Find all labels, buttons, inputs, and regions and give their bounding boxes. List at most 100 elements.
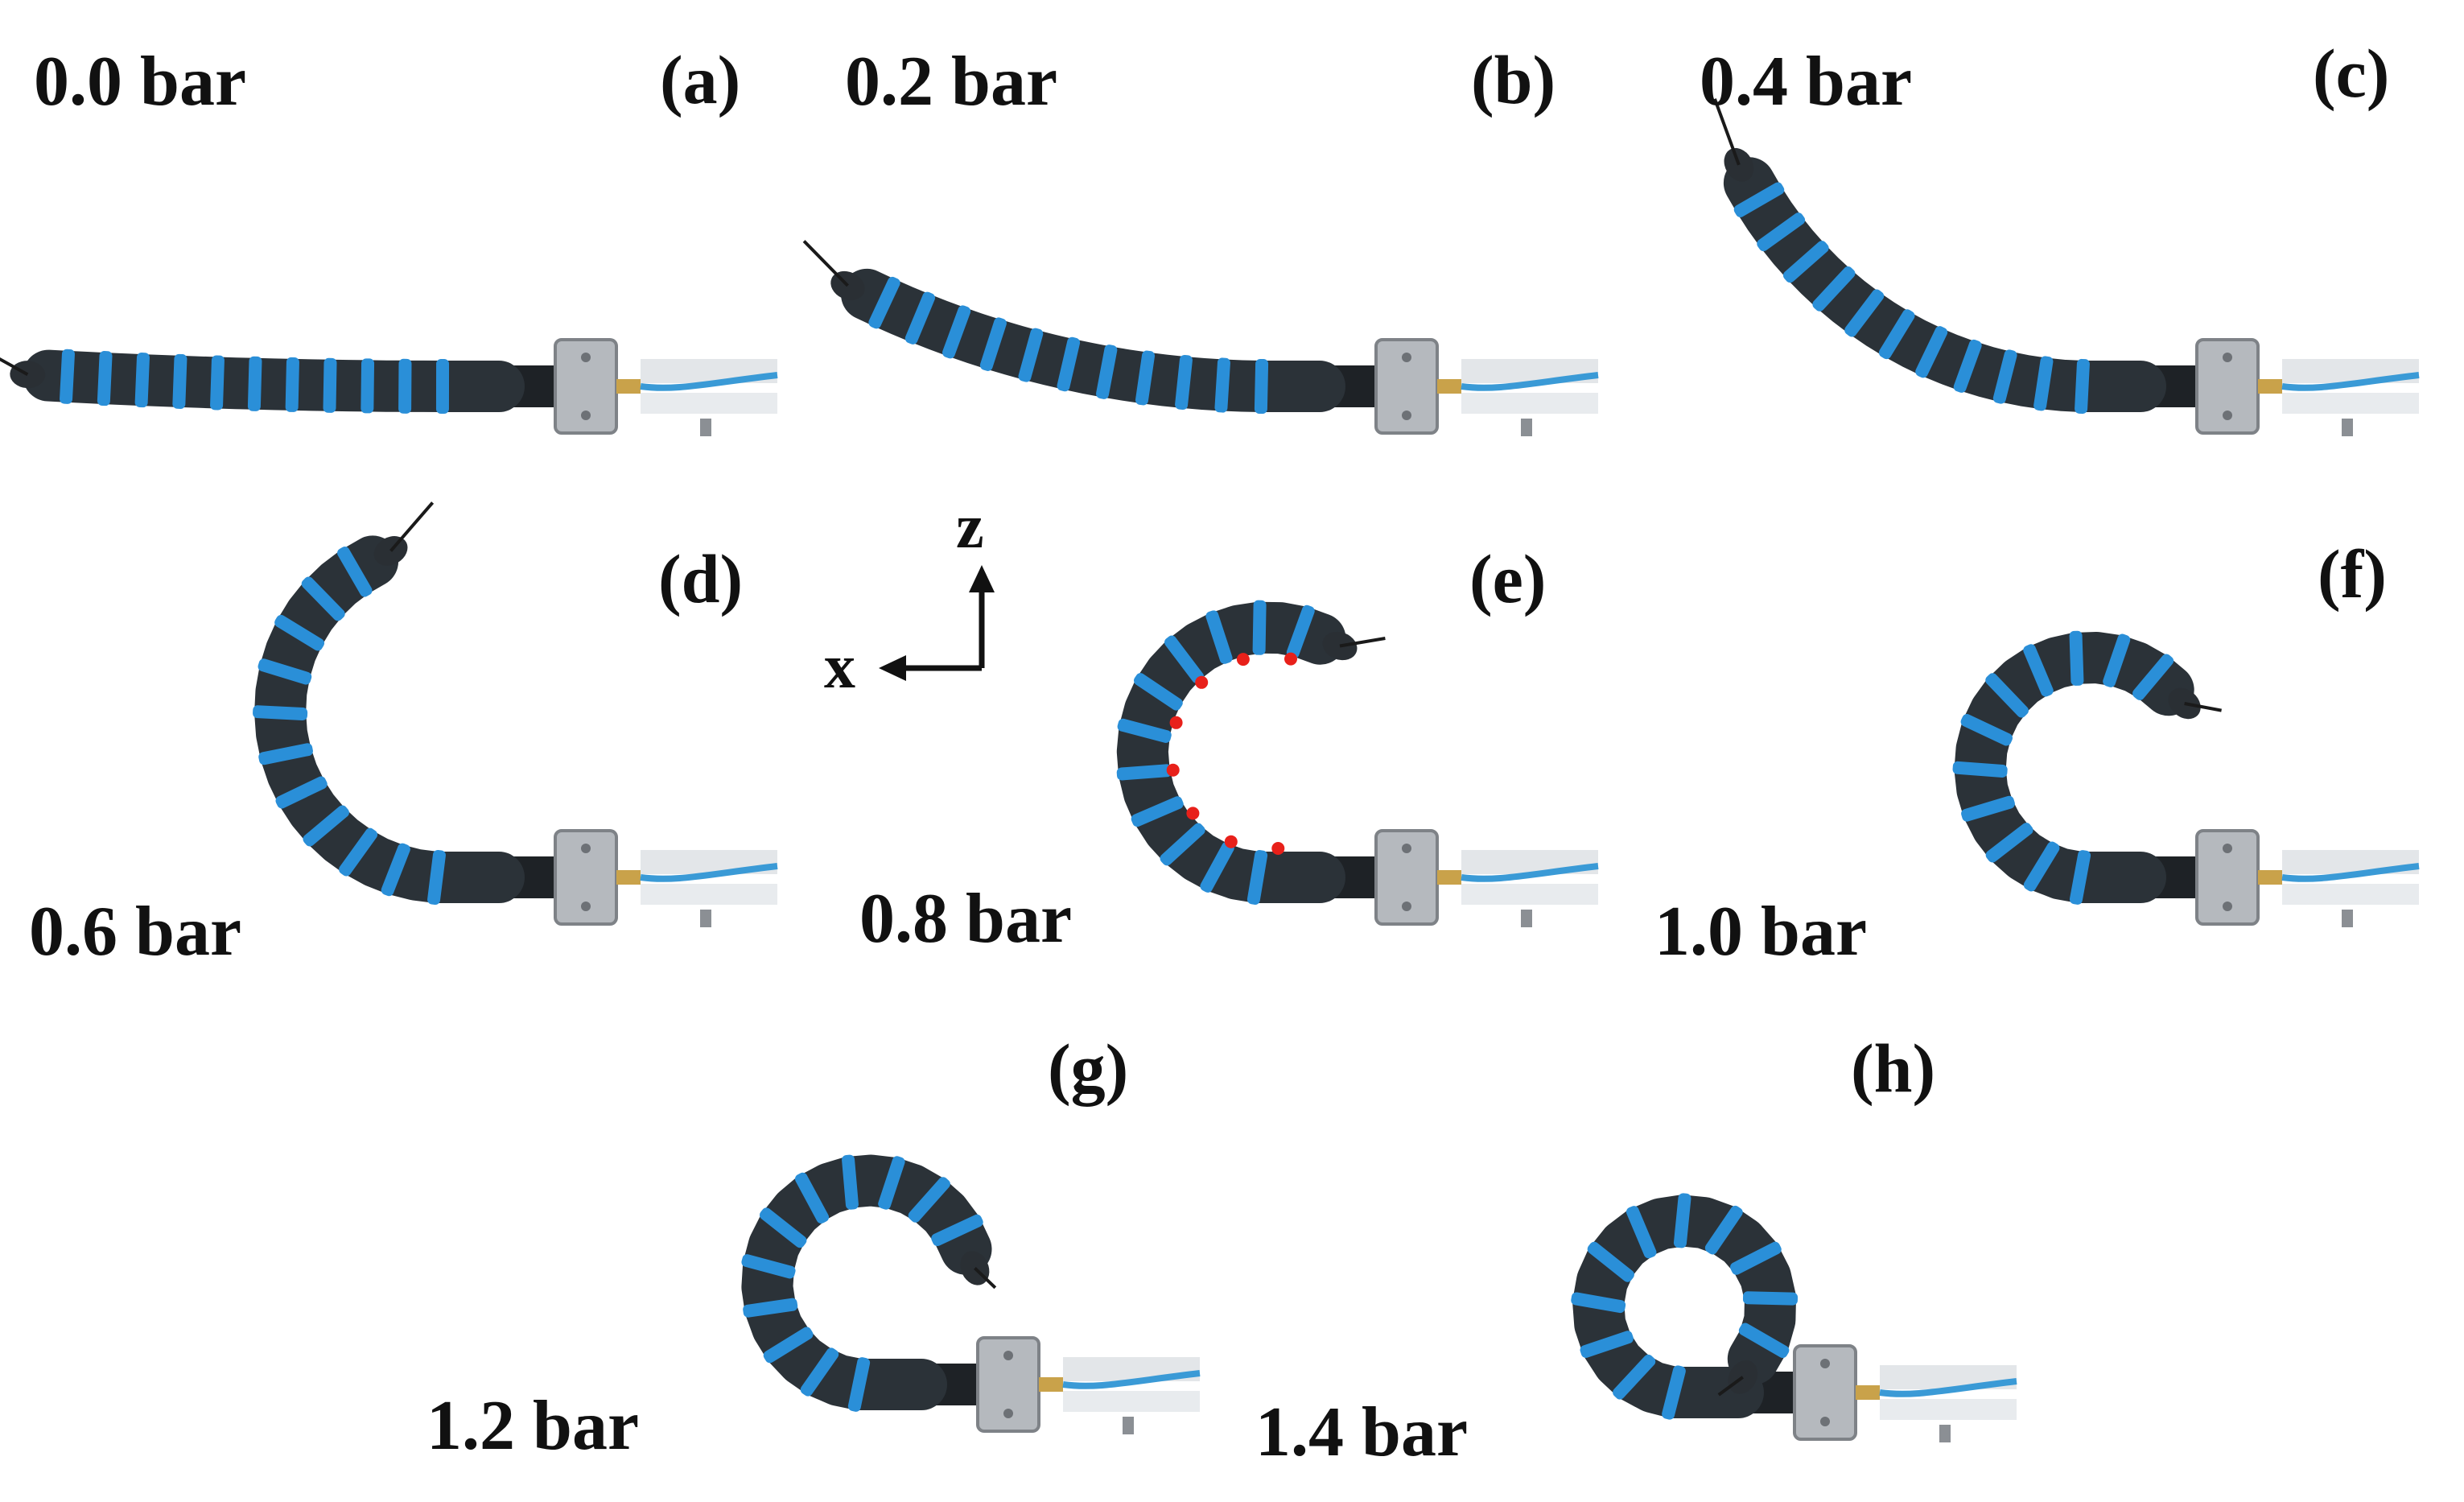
panel-label-b: (b) — [1471, 41, 1555, 118]
actuator-ring — [1733, 182, 1785, 217]
actuator-ring — [2075, 358, 2090, 415]
panel-label-a: (a) — [660, 41, 740, 118]
actuator-ring — [247, 356, 262, 411]
actuator-ring — [1613, 1354, 1656, 1400]
actuator-ring — [1117, 718, 1172, 743]
actuator-ring — [1757, 213, 1806, 252]
actuator-ring — [1205, 610, 1233, 664]
actuator-ring — [1985, 823, 2033, 863]
actuator-ring — [1844, 289, 1885, 337]
tracking-marker — [1169, 716, 1183, 729]
tip-wire-g — [974, 1266, 997, 1289]
actuator-ring — [301, 576, 345, 621]
pressure-label-c: 0.4 bar — [1700, 43, 1912, 121]
actuator-ring — [1742, 1291, 1799, 1306]
actuator-body-h — [1572, 1195, 1796, 1418]
panel-label-d: (d) — [658, 540, 743, 617]
actuator-ring — [1704, 1205, 1743, 1255]
actuator-ring — [763, 1327, 814, 1364]
tracking-marker — [1236, 653, 1250, 666]
actuator-ring — [1254, 358, 1269, 415]
tracking-marker — [1195, 675, 1209, 689]
actuator-ring — [1915, 326, 1948, 378]
actuator-body-b — [841, 268, 1345, 412]
actuator-ring — [979, 317, 1007, 371]
actuator-ring — [904, 291, 936, 345]
actuator-ring — [361, 358, 375, 414]
actuator-ring — [172, 353, 187, 409]
actuator-ring — [847, 1357, 871, 1412]
z-axis-label: z — [956, 491, 984, 561]
actuator-ring — [1587, 1241, 1634, 1282]
actuator-ring — [1252, 600, 1267, 655]
actuator-ring — [1160, 823, 1205, 866]
actuator-b — [802, 240, 1598, 437]
coordinate-axes: z x — [824, 491, 995, 701]
actuator-ring — [2023, 841, 2060, 892]
actuator-ring — [1131, 796, 1184, 827]
actuator-body-f — [1954, 632, 2194, 903]
tip-wire-d — [389, 501, 435, 552]
actuator-ring — [741, 1254, 796, 1279]
actuator-ring — [1200, 841, 1234, 893]
pressure-label-a: 0.0 bar — [34, 43, 246, 121]
tip-wire-f — [2184, 702, 2222, 712]
actuator-ring — [842, 1154, 859, 1210]
actuator-ring — [323, 357, 337, 413]
actuator-ring — [1961, 795, 2015, 822]
actuator-ring — [253, 705, 308, 721]
mount-clamp-c — [2141, 340, 2419, 436]
actuator-ring — [759, 1207, 807, 1248]
actuator-c — [1713, 98, 2419, 436]
pressure-label-d: 0.6 bar — [29, 893, 241, 971]
mount-clamp-f — [2141, 831, 2419, 927]
actuator-ring — [2103, 633, 2131, 687]
actuator-ring — [1730, 1241, 1782, 1275]
tip-wire-c — [1713, 98, 1741, 166]
actuator-e — [1116, 600, 1598, 927]
actuator-ring — [1096, 345, 1118, 399]
actuator-ring — [1878, 309, 1915, 360]
tip-wire-e — [1339, 637, 1386, 648]
tip-wire-a — [0, 357, 29, 376]
actuator-ring — [60, 349, 75, 404]
actuator-ring — [1960, 714, 2013, 746]
actuator-ring — [1952, 761, 2008, 778]
actuator-ring — [1134, 673, 1183, 711]
actuator-ring — [1625, 1206, 1657, 1259]
actuator-ring — [275, 776, 328, 809]
actuator-ring — [1018, 328, 1044, 382]
actuator-ring — [800, 1347, 839, 1397]
actuator-ring — [285, 357, 299, 412]
actuator-ring — [1992, 349, 2017, 404]
actuator-ring — [1214, 357, 1230, 413]
actuator-ring — [381, 843, 410, 897]
actuator-ring — [1286, 605, 1315, 658]
actuator-ring — [2023, 644, 2054, 697]
actuator-ring — [931, 1214, 983, 1247]
actuator-ring — [1057, 336, 1081, 392]
actuator-ring — [942, 305, 971, 359]
actuator-ring — [1673, 1193, 1691, 1248]
actuator-ring — [1812, 266, 1856, 312]
actuator-ring — [1782, 241, 1829, 283]
tracking-marker — [1166, 763, 1180, 777]
actuator-ring — [1985, 673, 2029, 718]
tracking-marker — [1224, 835, 1238, 848]
mount-clamp-b — [1320, 340, 1598, 436]
tracking-marker — [1284, 652, 1297, 666]
actuator-f — [1952, 630, 2419, 927]
z-axis-arrowhead — [969, 565, 995, 592]
actuator-ring — [1738, 1323, 1790, 1359]
mount-clamp-e — [1320, 831, 1598, 927]
actuator-ring — [339, 827, 378, 877]
actuator-ring — [1135, 350, 1156, 406]
actuator-ring — [1571, 1292, 1626, 1314]
mount-clamp-d — [499, 831, 777, 927]
actuator-ring — [210, 355, 225, 411]
actuator-body-a — [23, 349, 525, 412]
pressure-label-f: 1.0 bar — [1654, 893, 1867, 971]
tracking-marker — [1271, 842, 1285, 855]
actuator-d — [253, 501, 777, 927]
